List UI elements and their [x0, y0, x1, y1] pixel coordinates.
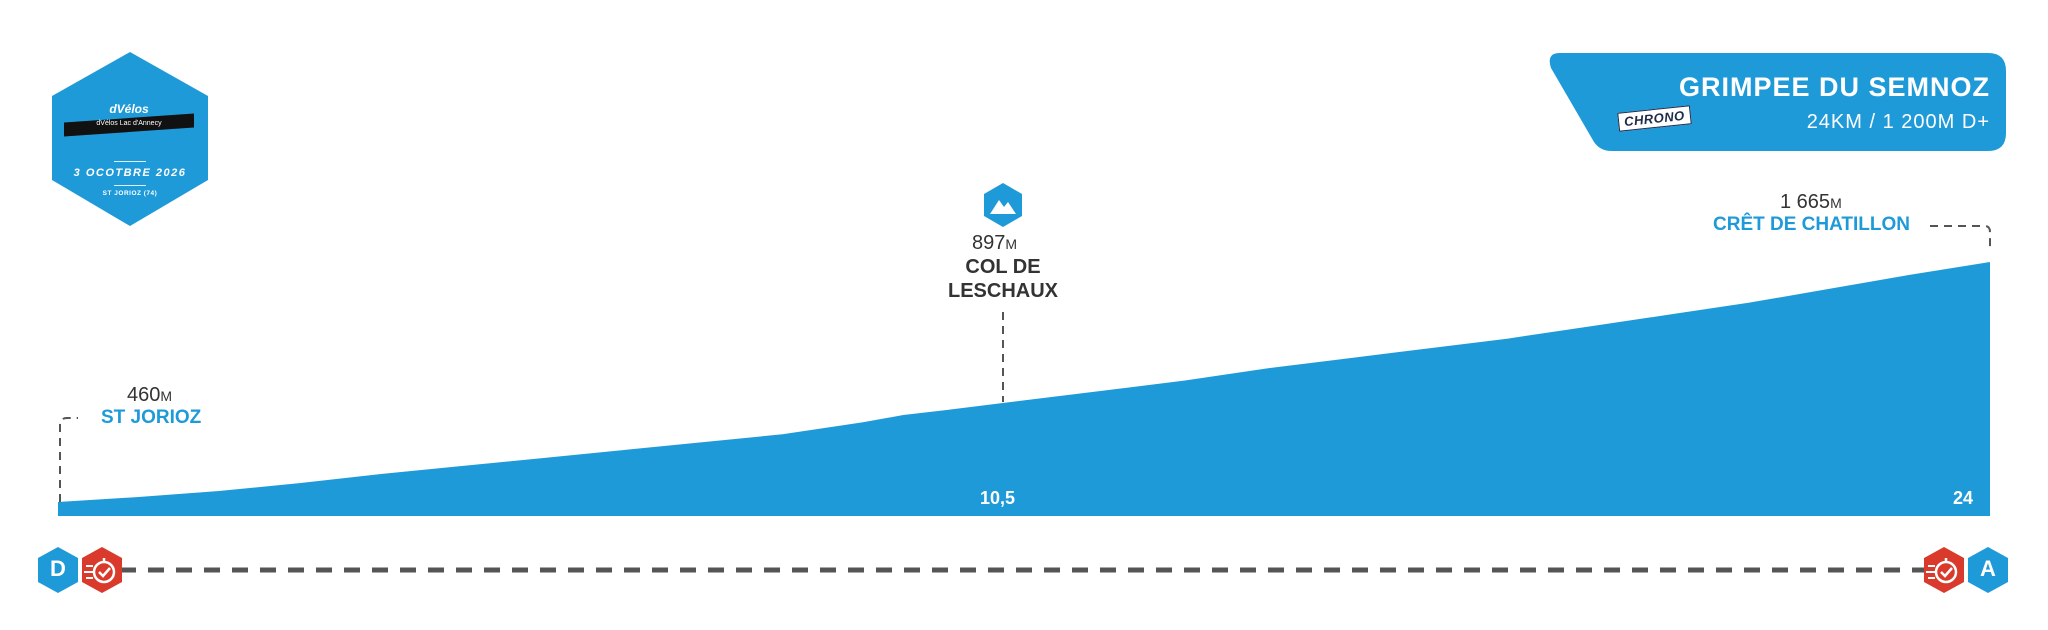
finish-leader-line	[1930, 225, 1991, 252]
mountain-icon	[984, 183, 1022, 227]
race-title: GRIMPEE DU SEMNOZ	[1678, 72, 1990, 102]
start-leader-line	[59, 417, 78, 502]
finish-altitude: 1 665M	[1780, 191, 1842, 213]
col-altitude: 897M	[972, 232, 1018, 254]
elevation-area	[58, 262, 1990, 516]
race-distance-elevation: 24KM / 1 200M D+	[1806, 111, 1990, 133]
col-name: COL DE LESCHAUX	[947, 256, 1058, 302]
event-location: ST JORIOZ (74)	[102, 190, 158, 197]
km-label-col: 10,5	[980, 488, 1016, 508]
start-name: ST JORIOZ	[101, 407, 202, 428]
logo-subtitle: dVélos Lac d'Annecy	[96, 120, 162, 127]
start-hexagon	[38, 547, 78, 593]
finish-hexagon	[1968, 547, 2008, 593]
divider	[114, 185, 146, 186]
brand-hexagon	[52, 52, 208, 226]
finish-name: CRÊT DE CHATILLON	[1713, 214, 1911, 235]
km-label-finish: 24	[1953, 488, 1974, 508]
start-letter: D	[50, 556, 66, 581]
stopwatch-icon	[1924, 547, 1964, 593]
start-altitude: 460M	[127, 384, 173, 406]
event-date: 3 OCOTBRE 2026	[73, 167, 187, 179]
stopwatch-icon	[82, 547, 122, 593]
logo-name: dVélos	[109, 102, 149, 116]
divider	[114, 161, 146, 162]
finish-letter: A	[1980, 556, 1996, 581]
